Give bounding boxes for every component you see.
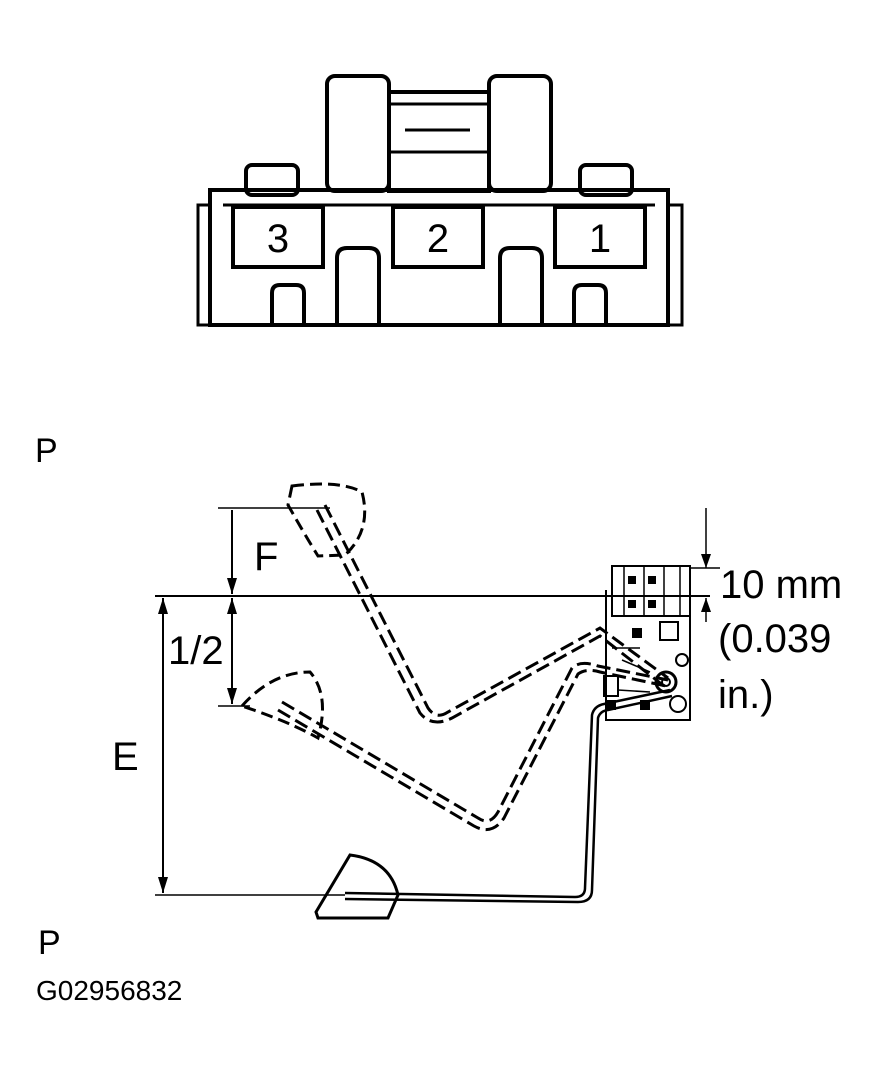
label-bottom-p: P [38, 924, 61, 962]
arm-bottom [344, 688, 671, 899]
label-e: E [112, 735, 139, 779]
offset-in-line1: (0.039 [718, 617, 831, 661]
float-middle [239, 670, 324, 741]
arm-top [323, 504, 669, 717]
label-f: F [254, 535, 278, 579]
label-half: 1/2 [168, 629, 224, 673]
float-bottom [314, 853, 400, 920]
figure-id: G02956832 [36, 975, 182, 1006]
pin-3-window [231, 205, 325, 269]
offset-in-line2: in.) [718, 673, 774, 717]
connector-shoulder-right [578, 163, 634, 197]
fuel-sender-unit [603, 565, 691, 721]
connector-latch-right [487, 74, 553, 193]
float-arm-diagram [155, 482, 720, 920]
pin-3-label: 3 [267, 217, 289, 261]
connector-shoulder-left [244, 163, 300, 197]
pin-1-label: 1 [589, 217, 611, 261]
connector-latch-left [325, 74, 391, 193]
connector-diagram: 3 2 1 [196, 74, 684, 327]
arm-middle [281, 661, 669, 823]
connector-latch-bridge [387, 90, 491, 193]
pin-2-window [391, 205, 485, 269]
pin-1-window [553, 205, 647, 269]
label-top-p: P [35, 432, 58, 470]
float-top [286, 482, 367, 558]
offset-mm-label: 10 mm [720, 563, 842, 607]
pin-2-label: 2 [427, 217, 449, 261]
